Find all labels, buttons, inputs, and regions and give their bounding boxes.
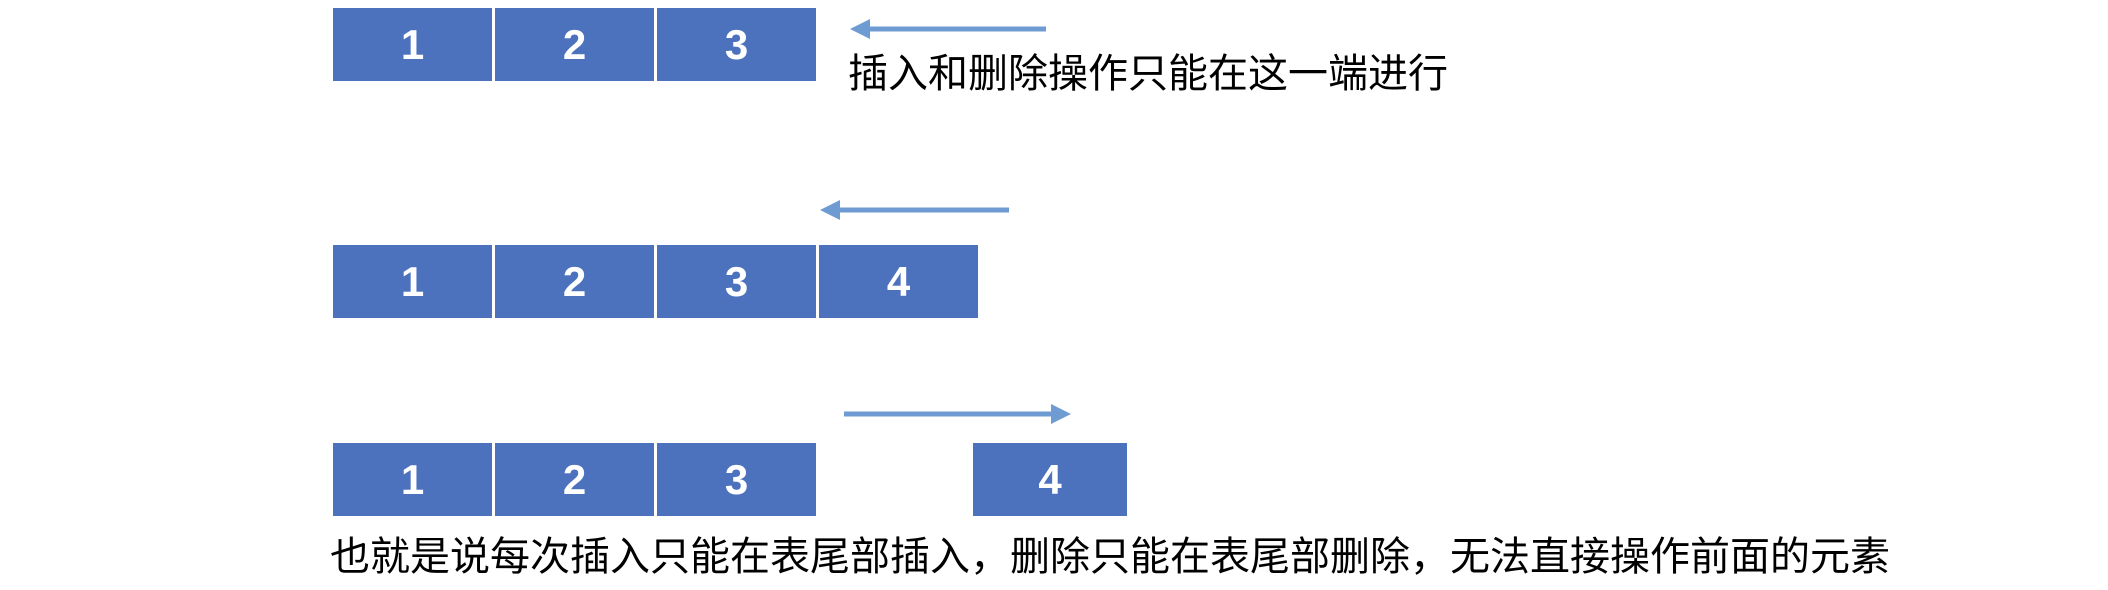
array-cell: 2 (495, 443, 654, 516)
array-cell: 3 (657, 245, 816, 318)
left-arrow-icon (848, 16, 1048, 42)
array-cell: 1 (333, 8, 492, 81)
array-cell: 2 (495, 245, 654, 318)
array-cell: 3 (657, 443, 816, 516)
array-cell: 1 (333, 443, 492, 516)
array-row-3: 1 2 3 (333, 443, 816, 516)
array-row-2: 1 2 3 4 (333, 245, 978, 318)
right-arrow-icon (842, 401, 1073, 427)
array-row-1: 1 2 3 (333, 8, 816, 81)
array-cell: 1 (333, 245, 492, 318)
detached-cell: 4 (973, 443, 1127, 516)
left-arrow-icon (818, 197, 1011, 223)
array-cell: 4 (819, 245, 978, 318)
array-cell: 2 (495, 8, 654, 81)
caption-bottom: 也就是说每次插入只能在表尾部插入，删除只能在表尾部删除，无法直接操作前面的元素 (330, 535, 1890, 579)
caption-top: 插入和删除操作只能在这一端进行 (848, 52, 1448, 96)
array-cell: 3 (657, 8, 816, 81)
